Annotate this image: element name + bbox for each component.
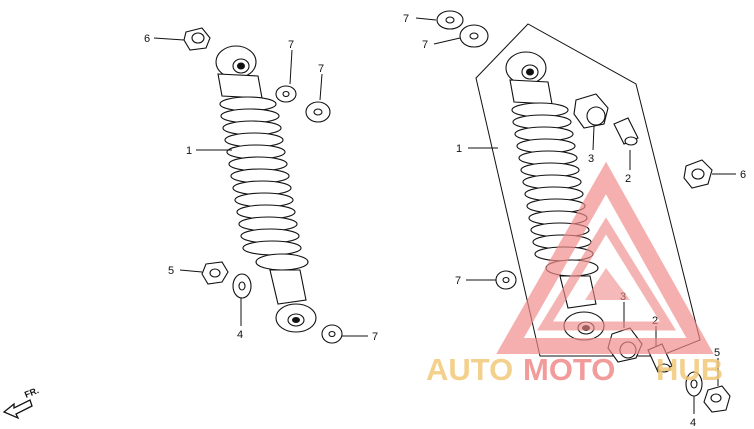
callout-4-right: 4 [690,417,696,429]
callout-2-right-lower: 2 [652,315,658,327]
front-label: FR. [23,385,40,400]
arrow-icon [2,399,33,420]
left-shock-absorber [215,45,317,333]
callout-1-right: 1 [456,143,462,155]
callout-7-right-top-2: 7 [422,39,428,51]
watermark-text-auto: AUTO [426,352,513,387]
right-spring [511,102,599,277]
left-spring [219,96,309,271]
watermark-text-moto: MOTO [523,352,615,387]
watermark-triangle-logo [496,161,714,354]
callout-6-right: 6 [740,169,746,181]
callout-3-right-upper: 3 [588,153,594,165]
callout-4-left: 4 [237,329,243,341]
callout-labels: 6 7 7 1 5 4 7 7 7 1 3 2 6 7 3 2 5 4 [144,13,746,429]
watermark-text-hub: HUB [656,352,723,387]
watermark: AUTO MOTO HUB [426,161,723,387]
callout-6-left: 6 [144,33,150,45]
callout-7-left-lower: 7 [372,331,378,343]
callout-7-left-middle: 7 [318,63,324,75]
right-leader-lines [415,17,736,414]
front-direction-indicator: FR. [2,385,40,420]
left-leader-lines [153,37,368,337]
callout-1-left: 1 [186,145,192,157]
callout-7-left-upper: 7 [288,39,294,51]
callout-7-right-lower: 7 [455,275,461,287]
callout-5-left: 5 [168,265,174,277]
callout-7-right-top-1: 7 [403,13,409,25]
callout-5-right: 5 [714,347,720,359]
callout-2-right-upper: 2 [625,173,631,185]
